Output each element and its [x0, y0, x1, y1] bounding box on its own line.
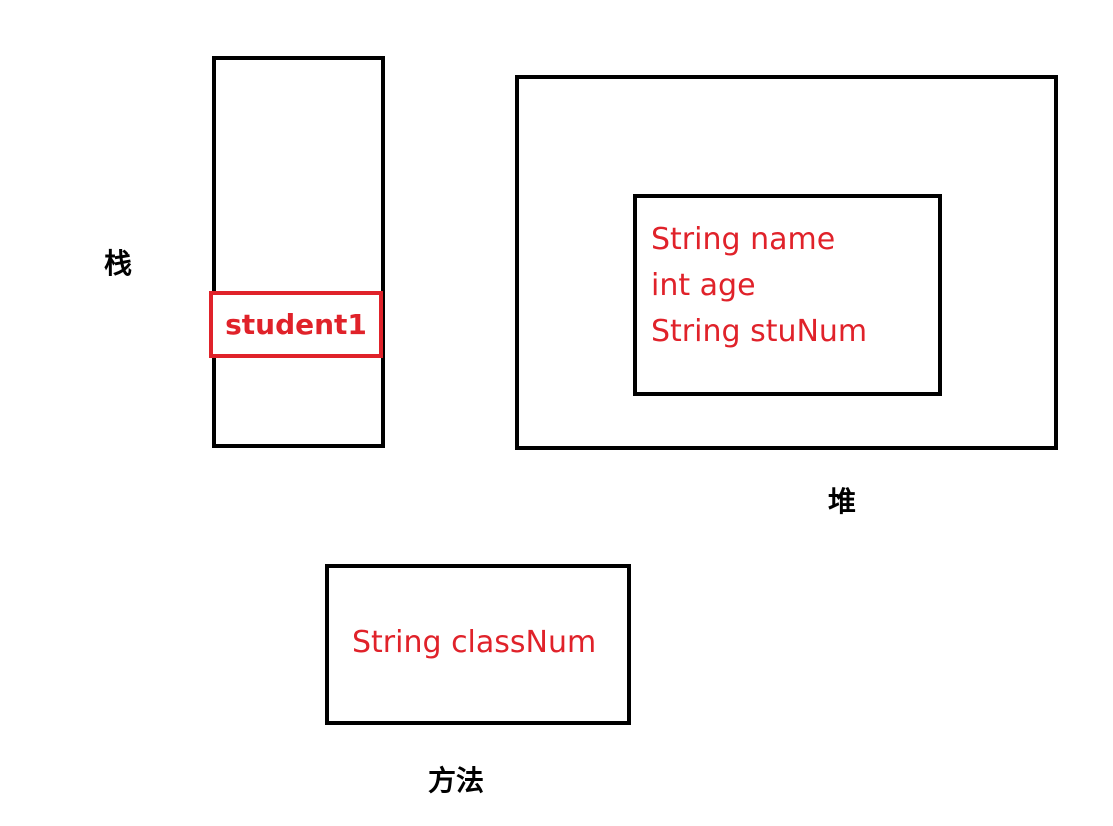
method-area-box [325, 564, 631, 725]
heap-field-age: int age [651, 268, 756, 303]
heap-object-fields: String name int age String stuNum [651, 217, 867, 355]
method-area-field: String classNum [352, 625, 597, 660]
heap-box [515, 75, 1058, 450]
heap-label: 堆 [828, 485, 857, 518]
stack-label: 栈 [104, 247, 133, 280]
heap-field-stunum: String stuNum [651, 314, 868, 349]
method-area-label: 方法 [428, 764, 485, 797]
stack-reference-label: student1 [225, 308, 367, 341]
stack-box [212, 56, 385, 448]
heap-field-name: String name [651, 222, 836, 257]
stack-reference-box: student1 [209, 291, 383, 358]
heap-object-box [633, 194, 942, 396]
